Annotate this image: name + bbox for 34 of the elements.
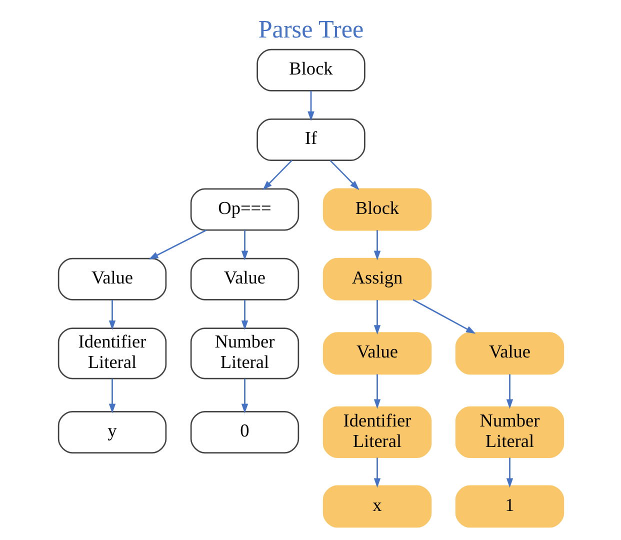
arrow: [262, 160, 292, 190]
node-box: Value: [57, 258, 166, 300]
node-box: Block: [256, 48, 365, 92]
arrow: [240, 230, 248, 260]
node-box: Assign: [322, 258, 432, 300]
arrow: [108, 300, 116, 330]
node-box: y: [57, 410, 166, 454]
node-box: x: [322, 485, 432, 528]
arrow: [373, 300, 380, 335]
node-box: 0: [190, 410, 299, 454]
node-box: Identifier Literal: [57, 328, 166, 380]
arrow: [506, 374, 513, 409]
arrow: [240, 300, 248, 330]
arrow: [240, 378, 248, 414]
arrow: [148, 229, 206, 260]
arrow: [506, 458, 513, 488]
arrow: [329, 160, 359, 190]
node-box: Op===: [190, 188, 299, 231]
node-box: Number Literal: [190, 328, 299, 380]
node-box: Value: [190, 258, 299, 300]
arrow: [412, 299, 476, 334]
node-box: Number Literal: [454, 406, 564, 458]
node-box: If: [256, 118, 365, 162]
node-box: 1: [454, 485, 564, 528]
diagram-title: Parse Tree: [258, 16, 364, 44]
node-box: Block: [322, 188, 432, 231]
arrow: [307, 90, 314, 122]
node-box: Value: [454, 332, 564, 375]
node-box: Identifier Literal: [322, 406, 432, 458]
arrow: [373, 230, 380, 260]
arrow: [108, 378, 116, 414]
arrow: [373, 458, 380, 488]
arrow: [373, 374, 380, 409]
node-box: Value: [322, 332, 432, 375]
